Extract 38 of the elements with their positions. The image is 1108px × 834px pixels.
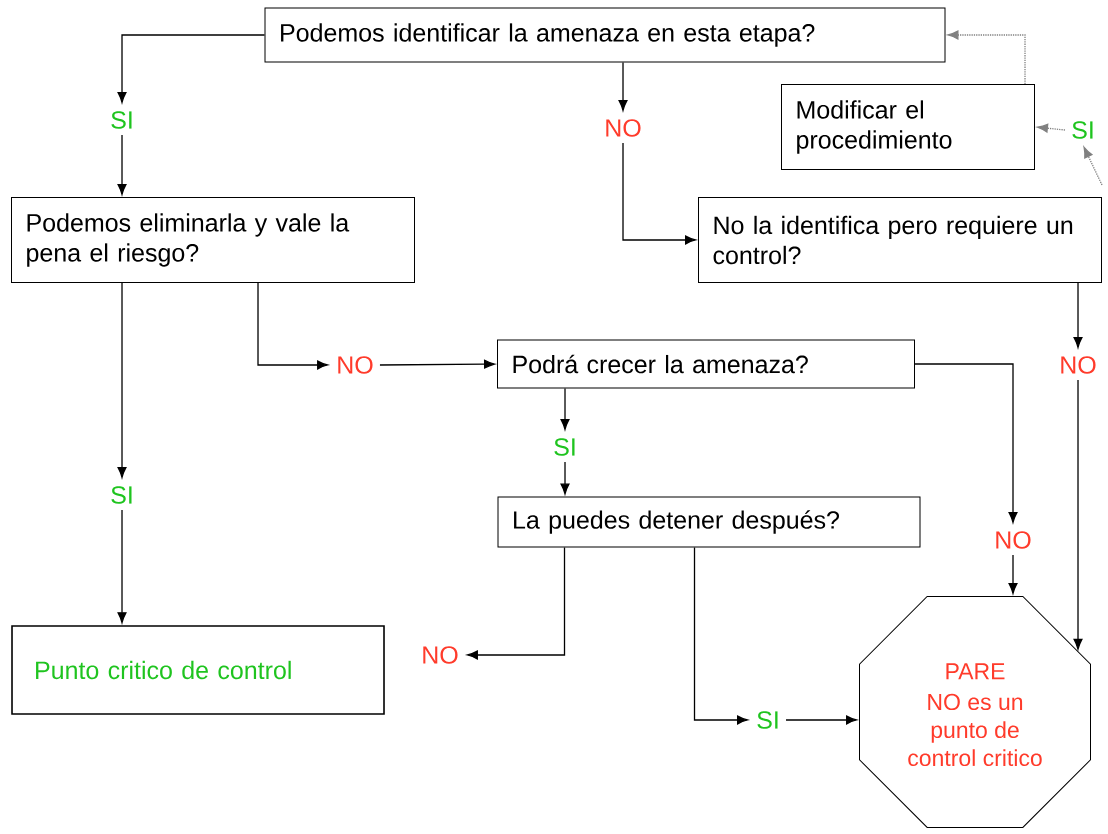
arrow (560, 387, 570, 430)
process-box: Podemos eliminarla y vale la pena el riesgo? (11, 197, 415, 283)
answer-label: SI (111, 111, 132, 129)
arrow (1073, 379, 1083, 650)
arrow (618, 61, 628, 111)
answer-label: SI (111, 486, 132, 504)
arrow (379, 359, 496, 369)
process-box: Punto critico de control (11, 625, 385, 715)
arrow (466, 546, 566, 660)
arrow (117, 134, 127, 195)
arrow (622, 142, 697, 245)
answer-label: SI (1072, 121, 1093, 139)
process-box: Podrá crecer la amenaza? (497, 339, 915, 389)
arrow (560, 461, 570, 495)
stop-octagon: PARE NO es un punto de control critico (859, 596, 1091, 828)
arrow (117, 34, 266, 103)
arrow (1083, 146, 1103, 186)
arrow (1073, 282, 1083, 348)
arrow (117, 282, 127, 478)
answer-label: NO (1061, 356, 1096, 374)
answer-label: NO (996, 531, 1031, 549)
arrow (947, 30, 1026, 85)
process-box: La puedes detener después? (497, 496, 921, 548)
process-box: No la identifica pero requiere un control? (698, 197, 1102, 283)
arrow (1008, 554, 1018, 594)
arrow (117, 509, 127, 624)
arrow (785, 715, 858, 725)
process-box: Modificar el procedimiento (781, 84, 1035, 170)
arrow (914, 363, 1018, 523)
process-box: Podemos identificar la amenaza en esta etapa? (264, 7, 946, 63)
arrow (257, 282, 329, 370)
arrow (693, 546, 749, 725)
answer-label: NO (606, 119, 641, 137)
answer-label: SI (757, 711, 778, 729)
answer-label: NO (338, 356, 373, 374)
arrow (1036, 123, 1066, 133)
answer-label: NO (423, 646, 458, 664)
answer-label: SI (554, 438, 575, 456)
